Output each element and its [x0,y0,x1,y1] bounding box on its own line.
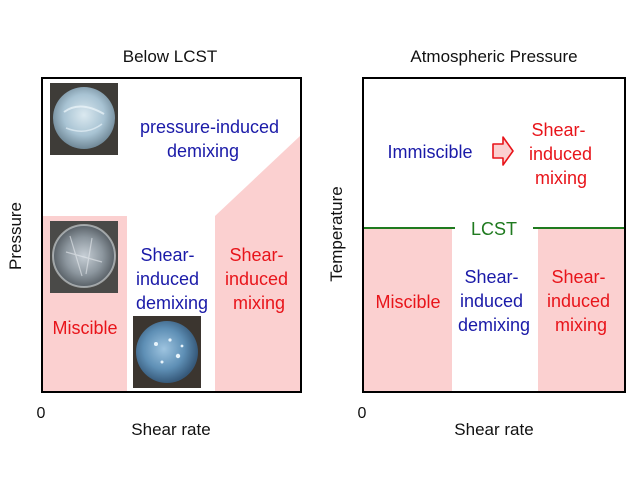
left-miscible-label: Miscible [52,318,117,338]
right-panel-title: Atmospheric Pressure [410,47,577,66]
right-plot-frame [362,77,626,393]
left-x-origin: 0 [37,405,46,422]
left-pressure-demixing-label: pressure-induced demixing [140,117,284,161]
right-shear-demixing-label: Shear- induced demixing [458,267,530,335]
right-miscible-label: Miscible [375,292,440,312]
right-miscible-region [364,229,452,391]
left-panel: Below LCST pres [6,47,302,439]
left-shear-mixing-region [215,136,300,391]
right-panel: Atmospheric Pressure LCST Immiscible She… [327,47,626,439]
left-shear-mixing-label: Shear- induced mixing [225,245,293,313]
right-arrow-icon [492,136,514,166]
lcst-label: LCST [471,219,517,239]
right-lower-shear-mixing-label: Shear- induced mixing [547,267,615,335]
left-y-axis-label: Pressure [6,202,25,270]
right-y-axis-label: Temperature [327,186,346,281]
left-x-axis-label: Shear rate [131,420,210,439]
right-upper-shear-mixing-label: Shear- induced mixing [529,120,597,188]
left-shear-demixing-label: Shear- induced demixing [136,245,208,313]
left-panel-title: Below LCST [123,47,217,66]
right-x-axis-label: Shear rate [454,420,533,439]
left-plot-frame [41,77,302,393]
right-immiscible-label: Immiscible [387,142,472,162]
right-shear-mixing-region [538,229,624,391]
right-x-origin: 0 [358,405,367,422]
photo-clear-sample [50,221,118,293]
photo-cloudy-sample [50,83,118,155]
photo-speckled-sample [133,316,201,388]
